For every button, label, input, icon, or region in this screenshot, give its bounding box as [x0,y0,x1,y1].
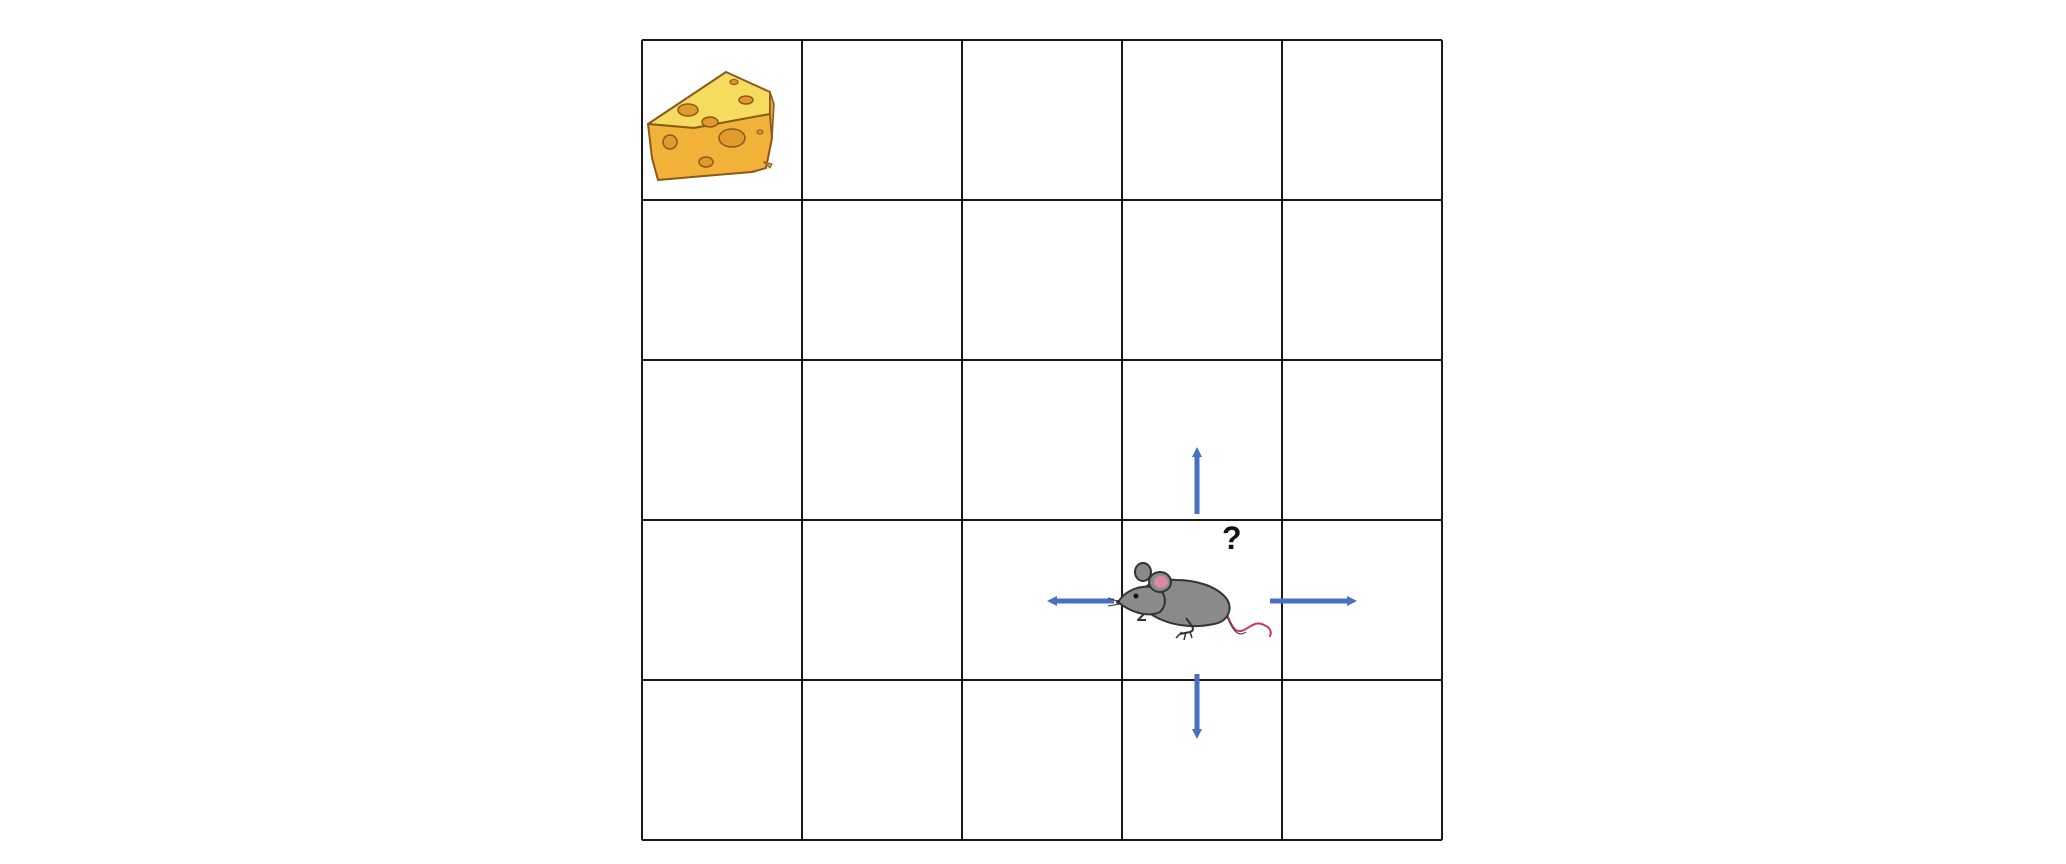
cheese-icon [647,71,775,181]
direction-arrows [1047,447,1357,739]
grid [641,39,1443,841]
question-mark: ? [1222,520,1242,556]
mouse-icon [1107,562,1272,641]
